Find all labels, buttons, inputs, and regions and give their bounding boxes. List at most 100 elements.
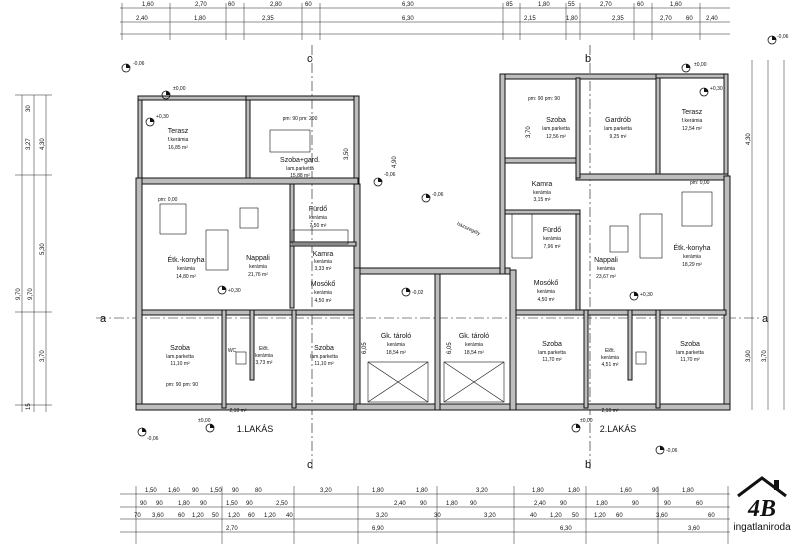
dim-label: 1,80	[596, 501, 608, 507]
dim-label: 3,70	[40, 350, 46, 362]
dim-label: 6,90	[372, 526, 384, 532]
house-logo-icon: 4B	[737, 476, 787, 520]
window-tags: pm: 90 pm: 200 pm: 90 pm: 90 pm: 90 pm: …	[158, 96, 710, 388]
dim-label: 6,30	[402, 2, 414, 8]
dim-label: 1,20	[550, 513, 562, 519]
logo-text: ingatlaniroda	[733, 522, 791, 533]
dim-label: 1,50	[226, 501, 238, 507]
dim-label: 90	[232, 488, 239, 494]
dim-label: 60	[228, 2, 235, 8]
dim-label: 2,40	[706, 16, 718, 22]
unit2-room-labels: Szoba lam.parketta 12,56 m² Gardrób lam.…	[456, 109, 711, 434]
room-name: Fürdő	[543, 227, 561, 234]
dim-label: 6,30	[402, 16, 414, 22]
room-area: 3,15 m²	[534, 197, 551, 203]
level-text: ±0,00	[198, 418, 211, 424]
wall	[221, 309, 227, 409]
room-name: Gk. tároló	[459, 333, 489, 340]
middle-dim-labels: 3,70 4,90 3,50 6,05 6,05	[344, 126, 532, 354]
dim-label: 4,90	[392, 156, 398, 168]
level-marker: ±0,00	[681, 62, 707, 73]
dim-label: 85	[506, 2, 513, 8]
room-area: 14,80 m²	[176, 274, 196, 280]
wall	[499, 73, 506, 275]
dim-label: 2,50	[276, 501, 288, 507]
section-label-b-bottom: b	[585, 459, 591, 471]
dim-label: 1,50	[210, 488, 222, 494]
dim-label: 2,70	[195, 2, 207, 8]
room-finish: kerámia	[309, 215, 327, 221]
wall	[291, 309, 297, 409]
dim-label: 1,80	[194, 16, 206, 22]
dim-label: 90	[200, 501, 207, 507]
room-area: 4,51 m²	[602, 362, 619, 368]
wall	[245, 95, 251, 185]
level-marker: +0,30	[629, 291, 653, 301]
wall	[249, 309, 255, 381]
dim-label: 3,90	[746, 350, 752, 362]
wall	[655, 309, 661, 409]
level-marker: ±0,00	[198, 418, 215, 433]
dim-label: 1,20	[228, 513, 240, 519]
room-name: Szoba+gard.	[280, 157, 320, 164]
level-text: +0,30	[710, 86, 723, 92]
level-marker: -0,06	[421, 192, 444, 203]
window-tag: pm: 90 pm: 200	[283, 116, 318, 122]
room-area: 11,70 m²	[680, 357, 700, 363]
dim-label: 60	[708, 513, 715, 519]
dining-table-icon	[681, 191, 713, 227]
dim-label: 1,60	[620, 488, 632, 494]
level-text: +0,30	[228, 288, 241, 294]
section-lines: a a c c b b	[96, 45, 769, 471]
right-dim-labels: 4,30 3,90 3,70	[746, 133, 768, 362]
dim-label: 3,60	[688, 526, 700, 532]
room-area: 16,85 m²	[168, 145, 188, 151]
walls	[135, 73, 731, 411]
dim-label: 90	[156, 501, 163, 507]
wall	[627, 309, 633, 381]
section-label-a-right: a	[762, 313, 769, 325]
bottom-dim-labels-row3: 70 3,60 60 1,20 50 1,20 60 1,20 40 3,20 …	[134, 513, 715, 519]
room-finish: lam.parketta	[286, 166, 314, 172]
room-name: Előt.	[605, 348, 615, 354]
dim-label: 3,60	[656, 513, 668, 519]
dim-label: 40	[286, 513, 293, 519]
level-text: -0,02	[412, 290, 424, 296]
room-name: Szoba	[680, 341, 700, 348]
window-tag: pm: 90 pm: 90	[166, 382, 198, 388]
wall	[353, 183, 361, 271]
room-area: 18,54 m²	[464, 350, 484, 356]
level-marker: -0,06	[767, 34, 789, 45]
dim-label: 2,70	[600, 2, 612, 8]
room-area: 7,96 m²	[544, 244, 561, 250]
level-marker: ±0,00	[571, 418, 593, 433]
dim-label: 2,80	[270, 2, 282, 8]
dim-label: 6,30	[560, 526, 572, 532]
level-text: ±0,00	[694, 62, 707, 68]
dim-label: 2,40	[394, 501, 406, 507]
armchair-icon	[239, 207, 259, 229]
room-finish: kerámia	[597, 266, 615, 272]
section-label-c-bottom: c	[307, 459, 313, 471]
furniture	[159, 129, 713, 403]
room-finish: lam.parketta	[542, 126, 570, 132]
room-name: Terasz	[682, 109, 703, 116]
unit1-room-labels: Terasz f.kerámia 16,85 m² Szoba+gard. la…	[166, 128, 338, 434]
dim-label: 5,30	[40, 243, 46, 255]
dim-label: 3,20	[484, 513, 496, 519]
section-label-c: c	[307, 53, 313, 65]
dim-label: 1,20	[192, 513, 204, 519]
level-text: +0,30	[640, 292, 653, 298]
room-finish: kerámia	[601, 355, 619, 361]
dim-label: 1,80	[446, 501, 458, 507]
dim-label: 3,20	[376, 513, 388, 519]
dim-label: 90	[420, 501, 427, 507]
dim-label: 2,35	[262, 16, 274, 22]
dining-table-icon	[159, 203, 187, 235]
dim-label: 1,80	[568, 488, 580, 494]
level-text: +0,30	[156, 114, 169, 120]
dim-label: 3,50	[344, 148, 350, 160]
wall	[655, 73, 729, 79]
room-area: 3,73 m²	[256, 360, 273, 366]
